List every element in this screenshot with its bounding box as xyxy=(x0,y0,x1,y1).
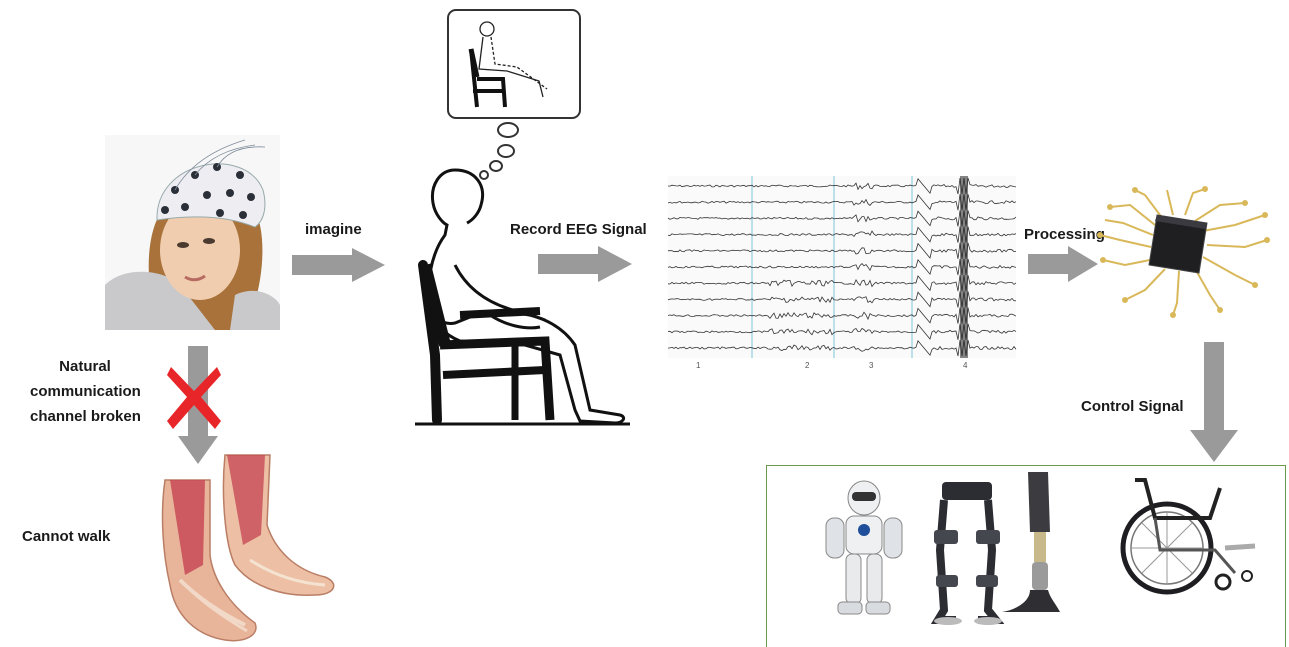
eeg-signal-icon xyxy=(668,176,1016,358)
wheelchair-icon xyxy=(1115,478,1265,598)
seated-person-icon xyxy=(415,165,635,430)
humanoid-robot-icon xyxy=(818,480,910,618)
imagine-arrow xyxy=(292,248,387,282)
record-label: Record EEG Signal xyxy=(510,221,647,238)
broken-channel-line-1: Natural xyxy=(30,354,140,379)
control-signal-label: Control Signal xyxy=(1081,398,1184,415)
prosthetic-leg-icon xyxy=(1000,470,1080,620)
eeg-segment-4: 4 xyxy=(963,361,967,370)
red-x-icon xyxy=(165,363,223,431)
eeg-segment-3: 3 xyxy=(869,361,873,370)
cannot-walk-label: Cannot walk xyxy=(22,528,110,545)
processing-arrow xyxy=(1028,246,1100,282)
eeg-segment-2: 2 xyxy=(805,361,809,370)
broken-channel-label: Natural communication channel broken xyxy=(30,354,140,429)
eeg-cap-person-icon xyxy=(105,135,280,330)
control-signal-arrow xyxy=(1190,342,1238,464)
processing-label: Processing xyxy=(1024,226,1105,243)
broken-channel-line-3: channel broken xyxy=(30,404,140,429)
imagine-label: imagine xyxy=(305,221,362,238)
foot-anatomy-icon xyxy=(155,455,340,645)
broken-channel-line-2: communication xyxy=(30,379,140,404)
eeg-segment-1: 1 xyxy=(696,361,700,370)
microchip-icon xyxy=(1095,185,1275,320)
exoskeleton-icon xyxy=(930,480,1008,625)
record-arrow xyxy=(538,246,633,282)
thought-bubble-icon xyxy=(447,9,581,121)
